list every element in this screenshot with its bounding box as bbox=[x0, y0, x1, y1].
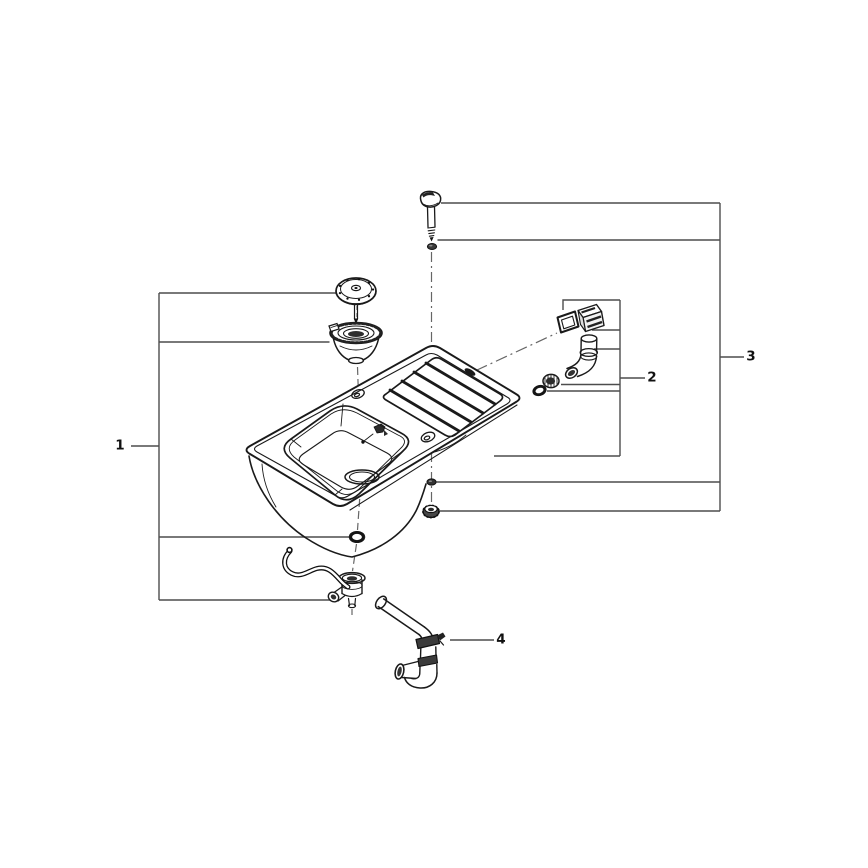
bowl-skirt bbox=[248, 455, 427, 558]
fixing-washer-top bbox=[426, 243, 438, 250]
bowl-corner-lines bbox=[290, 403, 404, 496]
part-label-1: 1 bbox=[115, 437, 125, 454]
callout-bracket-3 bbox=[436, 202, 744, 512]
sink-unit bbox=[245, 345, 521, 558]
drain-tailpiece bbox=[327, 571, 366, 609]
overflow-elbow bbox=[564, 334, 599, 379]
overflow-nut bbox=[542, 373, 560, 389]
trap-upper-nut bbox=[415, 633, 441, 650]
fixing-screw bbox=[419, 190, 442, 242]
rim-front-edge bbox=[349, 404, 518, 511]
bowl-skirt-seam bbox=[261, 463, 277, 508]
strainer-flange bbox=[328, 321, 383, 365]
deck-corner-arc bbox=[430, 434, 467, 454]
part-label-2: 2 bbox=[647, 369, 657, 386]
overflow-hole bbox=[464, 368, 476, 376]
drainboard-panel bbox=[382, 356, 504, 438]
bowl-bottom bbox=[298, 430, 393, 490]
strainer-plug-perforations bbox=[338, 278, 375, 301]
drainboard-grooves bbox=[388, 361, 497, 433]
part-label-3: 3 bbox=[746, 348, 756, 365]
fixing-washer-bottom bbox=[426, 478, 437, 486]
bowl-drain-hole bbox=[344, 469, 380, 485]
drain-seal-ring bbox=[348, 530, 366, 544]
trap-clip bbox=[437, 632, 446, 641]
part-label-4: 4 bbox=[496, 631, 506, 648]
trap-mid-nut bbox=[417, 654, 439, 668]
strainer-plug bbox=[335, 277, 377, 325]
callout-bracket-2 bbox=[494, 299, 645, 457]
bowl-wall-line bbox=[288, 409, 405, 495]
overflow-gasket bbox=[556, 310, 580, 334]
callout-bracket-1 bbox=[131, 292, 350, 601]
deck-hole-front bbox=[420, 431, 436, 443]
overflow-oring bbox=[532, 384, 547, 397]
overflow-hose bbox=[282, 546, 351, 590]
fixing-nut-bottom bbox=[422, 504, 440, 519]
deck-hole-rear bbox=[351, 388, 365, 400]
siphon-trap bbox=[374, 595, 446, 689]
overflow-cover bbox=[577, 303, 605, 333]
